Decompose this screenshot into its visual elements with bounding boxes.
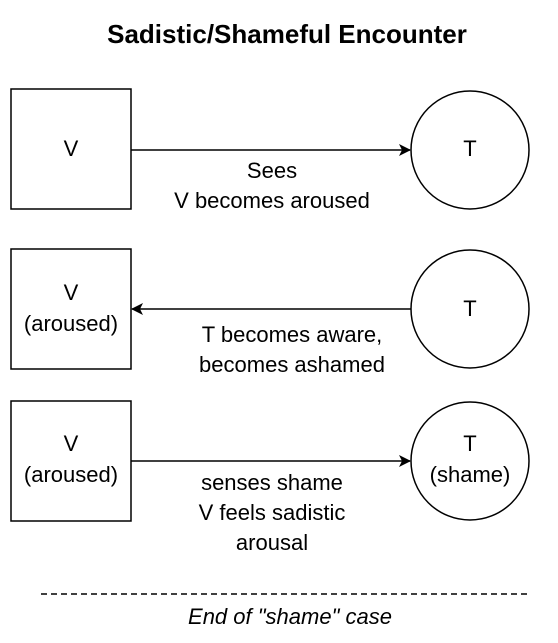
diagram-title: Sadistic/Shameful Encounter (107, 19, 467, 49)
edge-label-1-line-1: Sees (247, 158, 297, 183)
node-v-label-2-line-2: (aroused) (24, 311, 118, 336)
node-t-circle-3 (410, 401, 530, 521)
row-2: V (aroused) T T becomes aware, becomes a… (10, 248, 530, 377)
node-t-circle-1 (410, 90, 530, 210)
edge-label-3-line-3: arousal (236, 530, 308, 555)
node-t-label-1: T (463, 136, 476, 161)
edge-label-2-line-2: becomes ashamed (199, 352, 385, 377)
node-t-label-3-line-1: T (463, 431, 476, 456)
node-v-box-1 (10, 88, 132, 210)
edge-label-2-line-1: T becomes aware, (202, 322, 383, 347)
node-v-label-2-line-1: V (64, 280, 79, 305)
node-v-label-3-line-2: (aroused) (24, 462, 118, 487)
edge-label-1-line-2: V becomes aroused (174, 188, 370, 213)
edge-label-3-line-2: V feels sadistic (199, 500, 346, 525)
node-v-label-1: V (64, 136, 79, 161)
node-t-label-2: T (463, 296, 476, 321)
edge-label-3-line-1: senses shame (201, 470, 343, 495)
node-t-label-3-line-2: (shame) (430, 462, 511, 487)
node-v-label-3-line-1: V (64, 431, 79, 456)
row-1: V T Sees V becomes aroused (10, 88, 530, 213)
footer-caption: End of "shame" case (188, 604, 392, 629)
node-v-box-3 (10, 400, 132, 522)
row-3: V (aroused) T (shame) senses shame V fee… (10, 400, 530, 555)
node-v-box-2 (10, 248, 132, 370)
